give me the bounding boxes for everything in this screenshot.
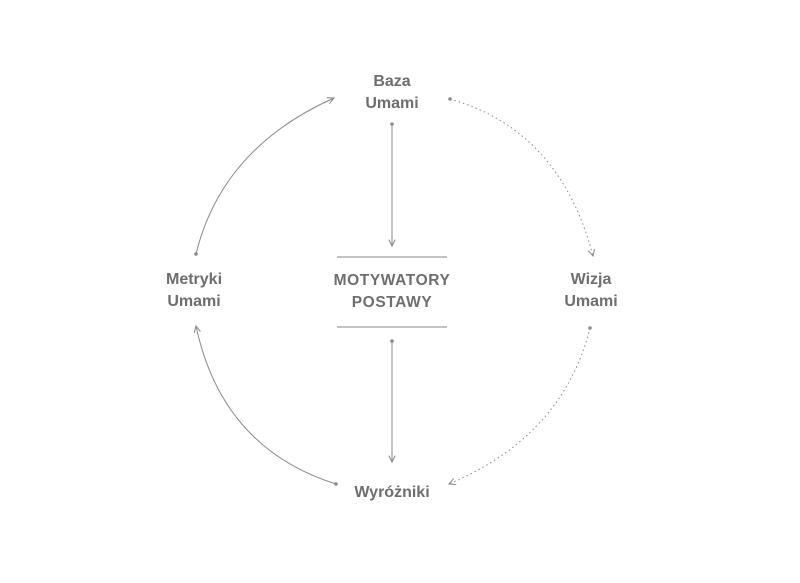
arc-wyrozniki-to-metryki bbox=[196, 326, 337, 485]
arc-wizja-to-wyrozniki bbox=[449, 327, 591, 484]
center-label-line: POSTAWY bbox=[351, 294, 433, 311]
arc-metryki-to-baza bbox=[195, 98, 334, 255]
node-metryki-umami: Metryki Umami bbox=[154, 269, 234, 313]
node-label-line: Baza bbox=[373, 73, 411, 90]
node-label-line: Wyróżniki bbox=[354, 484, 430, 501]
arc-start-dot bbox=[194, 252, 198, 256]
node-label-line: Umami bbox=[564, 293, 618, 310]
node-baza-umami: Baza Umami bbox=[352, 71, 432, 115]
center-label-line: MOTYWATORY bbox=[333, 272, 451, 289]
node-wizja-umami: Wizja Umami bbox=[551, 269, 631, 313]
node-wyrozniki: Wyróżniki bbox=[337, 482, 447, 504]
arc-start-dot bbox=[448, 97, 452, 101]
arrow-start-dot bbox=[390, 122, 394, 126]
center-motywatory-postawy: MOTYWATORY POSTAWY bbox=[312, 270, 472, 314]
node-label-line: Metryki bbox=[165, 271, 223, 288]
arc-start-dot bbox=[588, 326, 592, 330]
node-label-line: Wizja bbox=[570, 271, 612, 288]
node-label-line: Umami bbox=[167, 293, 221, 310]
arc-start-dot bbox=[334, 482, 338, 486]
node-label-line: Umami bbox=[365, 95, 419, 112]
arc-baza-to-wizja bbox=[449, 98, 593, 256]
arrow-start-dot bbox=[390, 339, 394, 343]
